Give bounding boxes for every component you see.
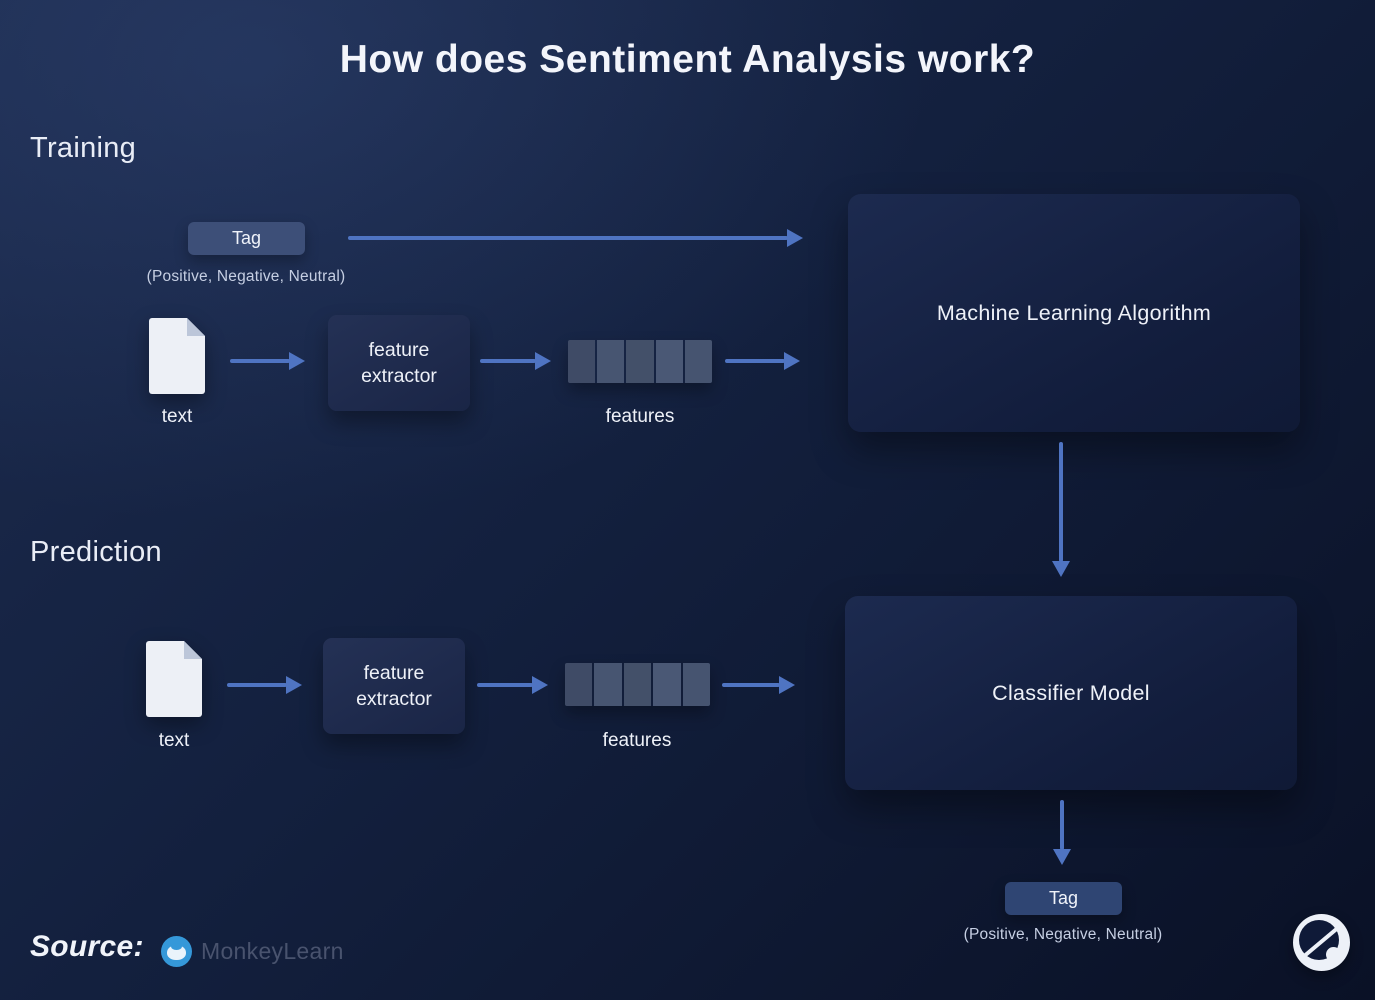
classifier-model-box: Classifier Model: [845, 596, 1297, 790]
arrow-classifier-to-tag: [1053, 800, 1071, 865]
logo-dot: [1326, 947, 1341, 962]
feature-cell: [684, 340, 712, 383]
prediction-tag-subtitle: (Positive, Negative, Neutral): [963, 926, 1163, 943]
training-tag-subtitle: (Positive, Negative, Neutral): [146, 268, 346, 285]
document-fold: [184, 641, 202, 659]
training-tag-chip: Tag: [188, 222, 305, 255]
feature-cell: [568, 340, 596, 383]
prediction-feature-extractor-box: feature extractor: [323, 638, 465, 734]
arrow-algorithm-to-classifier: [1052, 442, 1070, 577]
document-icon: [149, 318, 205, 394]
training-features-strip: [568, 340, 712, 383]
source-label: Source:: [30, 930, 144, 963]
feature-cell: [594, 663, 622, 706]
feature-cell: [626, 340, 654, 383]
section-label-training: Training: [30, 132, 137, 164]
feature-cell: [653, 663, 681, 706]
arrow-text-to-extractor-training: [230, 352, 305, 370]
training-features-label: features: [605, 406, 675, 427]
feature-cell: [623, 663, 652, 706]
prediction-text-label: text: [158, 730, 190, 751]
prediction-features-label: features: [602, 730, 672, 751]
page-title: How does Sentiment Analysis work?: [339, 38, 1036, 81]
arrow-features-to-classifier: [722, 676, 795, 694]
section-label-prediction: Prediction: [30, 536, 162, 568]
feature-cell: [565, 663, 593, 706]
feature-cell: [655, 340, 683, 383]
feature-cell: [682, 663, 710, 706]
training-text-label: text: [161, 406, 193, 427]
arrow-text-to-extractor-prediction: [227, 676, 302, 694]
document-icon: [146, 641, 202, 717]
arrow-extractor-to-features-training: [480, 352, 551, 370]
arrow-tag-to-algorithm: [348, 229, 803, 247]
monkeylearn-logo-icon: [1293, 914, 1350, 971]
arrow-features-to-algorithm: [725, 352, 800, 370]
arrow-extractor-to-features-prediction: [477, 676, 548, 694]
brand-name: MonkeyLearn: [201, 938, 344, 964]
monkeylearn-badge-icon: [161, 936, 192, 967]
prediction-tag-chip: Tag: [1005, 882, 1122, 915]
machine-learning-algorithm-box: Machine Learning Algorithm: [848, 194, 1300, 432]
prediction-features-strip: [565, 663, 710, 706]
training-feature-extractor-box: feature extractor: [328, 315, 470, 411]
document-fold: [187, 318, 205, 336]
feature-cell: [597, 340, 625, 383]
